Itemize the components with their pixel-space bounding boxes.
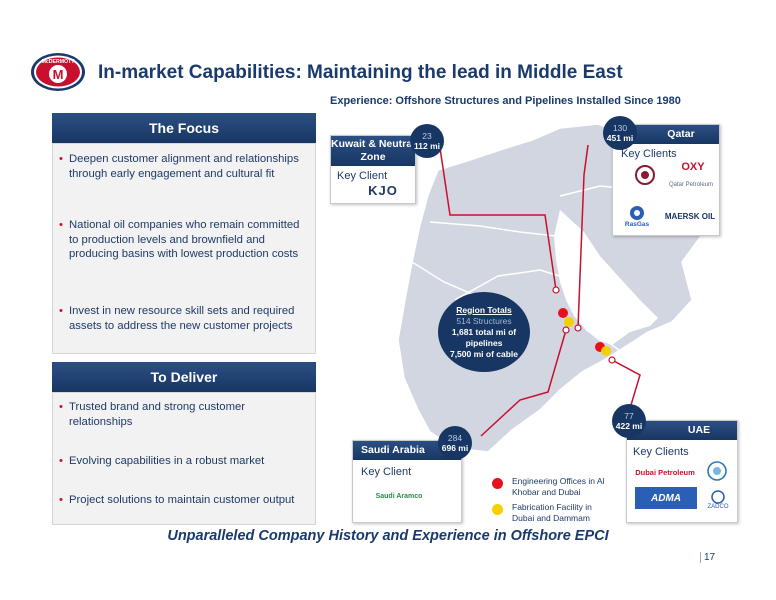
adma-logo: ADMA — [635, 487, 697, 509]
qatar-miles: 451 mi — [606, 133, 634, 143]
fabrication-marker — [601, 346, 611, 356]
focus-bullet: Deepen customer alignment and relationsh… — [59, 152, 309, 181]
connector-lines — [439, 144, 641, 437]
kuwait-key-client-label: Key Client — [337, 170, 388, 182]
focus-heading: The Focus — [52, 113, 316, 143]
oxy-logo: OXY — [681, 161, 705, 173]
fabrication-legend-label: Fabrication Facility in Dubai and Dammam — [512, 502, 592, 523]
uae-key-clients-label: Key Clients — [633, 446, 689, 458]
qp-logo — [633, 163, 657, 187]
region-structures: 514 Structures — [456, 315, 512, 326]
maersk-oil-logo: MAERSK OIL — [664, 211, 716, 221]
engineering-office-marker — [558, 308, 568, 318]
uae-count: 77 — [624, 411, 634, 421]
saudi-heading: Saudi Arabia — [353, 441, 461, 460]
focus-panel: Deepen customer alignment and relationsh… — [52, 143, 316, 354]
dubai-petroleum-logo: Dubai Petroleum — [635, 467, 695, 477]
logo-letter: M — [53, 67, 64, 82]
kuwait-heading: Kuwait & Neutral Zone — [331, 136, 415, 166]
uae-heading: UAE — [627, 421, 737, 440]
logo-wordmark: McDERMOTT — [42, 59, 76, 65]
region-totals-title: Region Totals — [456, 304, 512, 315]
mcdermott-logo: M McDERMOTT — [31, 53, 85, 91]
uae-box: UAE Key Clients Dubai Petroleum ADMA ZAD… — [626, 420, 738, 523]
deliver-panel: Trusted brand and strong customer relati… — [52, 392, 316, 525]
qatar-petroleum-logo: Qatar Petroleum — [668, 182, 714, 188]
qatar-count: 130 — [612, 123, 628, 133]
region-pipelines: 1,681 total mi of pipelines — [451, 326, 517, 348]
tagline: Unparalleled Company History and Experie… — [167, 528, 609, 544]
kjo-logo: KJO — [368, 182, 398, 198]
deliver-bullet: Evolving capabilities in a robust market — [59, 454, 309, 469]
page-number: 17 — [700, 552, 715, 563]
fabrication-marker — [564, 317, 574, 327]
region-totals: Region Totals 514 Structures 1,681 total… — [438, 292, 530, 372]
qatar-key-clients-label: Key Clients — [621, 148, 677, 160]
qatar-count-bubble: 130 451 mi — [603, 116, 637, 150]
focus-bullet: Invest in new resource skill sets and re… — [59, 304, 309, 333]
qatar-heading: Qatar — [613, 125, 719, 144]
map-legend: Engineering Offices in Al Khobar and Dub… — [492, 476, 612, 528]
saudi-count: 284 — [447, 433, 463, 443]
page-title: In-market Capabilities: Maintaining the … — [98, 62, 623, 83]
kuwait-box: Kuwait & Neutral Zone Key Client KJO — [330, 135, 416, 204]
focus-bullet: National oil companies who remain commit… — [59, 218, 309, 262]
saudi-miles: 696 mi — [441, 443, 469, 453]
zadco-logo: ZADCO — [703, 487, 733, 513]
uae-miles: 422 mi — [615, 421, 643, 431]
uae-client-emblem — [705, 459, 729, 483]
uae-count-bubble: 77 422 mi — [612, 404, 646, 438]
gulf-water — [554, 210, 658, 345]
saudi-key-client-label: Key Client — [361, 466, 412, 478]
kuwait-count: 23 — [422, 131, 432, 141]
saudi-aramco-logo: Saudi Aramco — [375, 492, 423, 500]
engineering-legend-swatch — [492, 478, 503, 489]
deliver-bullet: Trusted brand and strong customer relati… — [59, 400, 309, 429]
page-subtitle: Experience: Offshore Structures and Pipe… — [330, 95, 681, 107]
deliver-heading: To Deliver — [52, 362, 316, 392]
kuwait-count-bubble: 23 112 mi — [410, 124, 444, 158]
saudi-count-bubble: 284 696 mi — [438, 426, 472, 460]
fabrication-legend-swatch — [492, 504, 503, 515]
rasgas-logo: RasGas — [623, 203, 651, 229]
kuwait-miles: 112 mi — [414, 141, 440, 151]
engineering-legend-label: Engineering Offices in Al Khobar and Dub… — [512, 476, 605, 497]
deliver-bullet: Project solutions to maintain customer o… — [59, 493, 309, 508]
region-cable: 7,500 mi of cable — [449, 348, 519, 359]
